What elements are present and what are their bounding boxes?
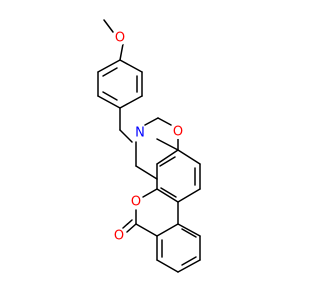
molecule-diagram: O N O O O (97, 19, 201, 273)
bond-anisole-3 (119, 95, 143, 109)
atom-labels: O N O O O (112, 31, 185, 244)
bond-middle-double-3 (159, 156, 176, 167)
lactone-oxygen-label: O (131, 195, 141, 210)
bond-anisole-double-3 (102, 67, 118, 77)
bond-anisole-4 (97, 95, 121, 109)
structure-svg: O N O O O (97, 19, 201, 273)
oxazine-oxygen-label: O (173, 125, 183, 140)
bond-aromatic-lactone-o (142, 188, 158, 198)
bond-anisole-double-2 (102, 91, 118, 101)
bond-benzo-4 (156, 259, 179, 273)
bond-carbonyl-1 (126, 223, 137, 233)
bond-anisole-6 (97, 59, 121, 73)
bond-methyl-o (103, 19, 114, 33)
bond-carbonyl-benzo (135, 223, 158, 237)
bond-anisole-1 (119, 59, 143, 73)
bonds (97, 19, 201, 273)
bond-n-ch2-top (144, 117, 159, 126)
bond-middle-5 (156, 188, 179, 203)
bond-o-ring (119, 43, 124, 61)
bond-benzo-1 (177, 223, 201, 237)
bond-middle-2 (177, 149, 201, 165)
bond-carbonyl-2 (122, 219, 133, 229)
ring-nitrogen: N (133, 126, 147, 141)
ring-nitrogen-label: N (135, 126, 145, 141)
bond-benzo-double-1 (181, 228, 197, 238)
lactone-oxygen: O (129, 195, 143, 210)
methoxy-oxygen-label: O (115, 31, 125, 46)
bond-middle-4 (177, 188, 201, 203)
bond-benzyl-2 (119, 129, 133, 143)
bond-benzo-3 (177, 259, 201, 273)
oxazine-oxygen: O (171, 125, 185, 140)
methoxy-oxygen: O (113, 31, 127, 46)
bond-ch2-aromatic (135, 165, 158, 180)
bond-middle-8 (156, 149, 179, 165)
bond-middle-1 (156, 138, 179, 151)
carbonyl-oxygen-label: O (114, 229, 124, 244)
carbonyl-oxygen: O (112, 229, 126, 244)
bond-benzo-biaryl (156, 223, 179, 237)
bond-middle-double-2 (160, 187, 177, 198)
bond-benzo-double-2 (181, 256, 197, 266)
bond-ch2-o (157, 117, 172, 126)
